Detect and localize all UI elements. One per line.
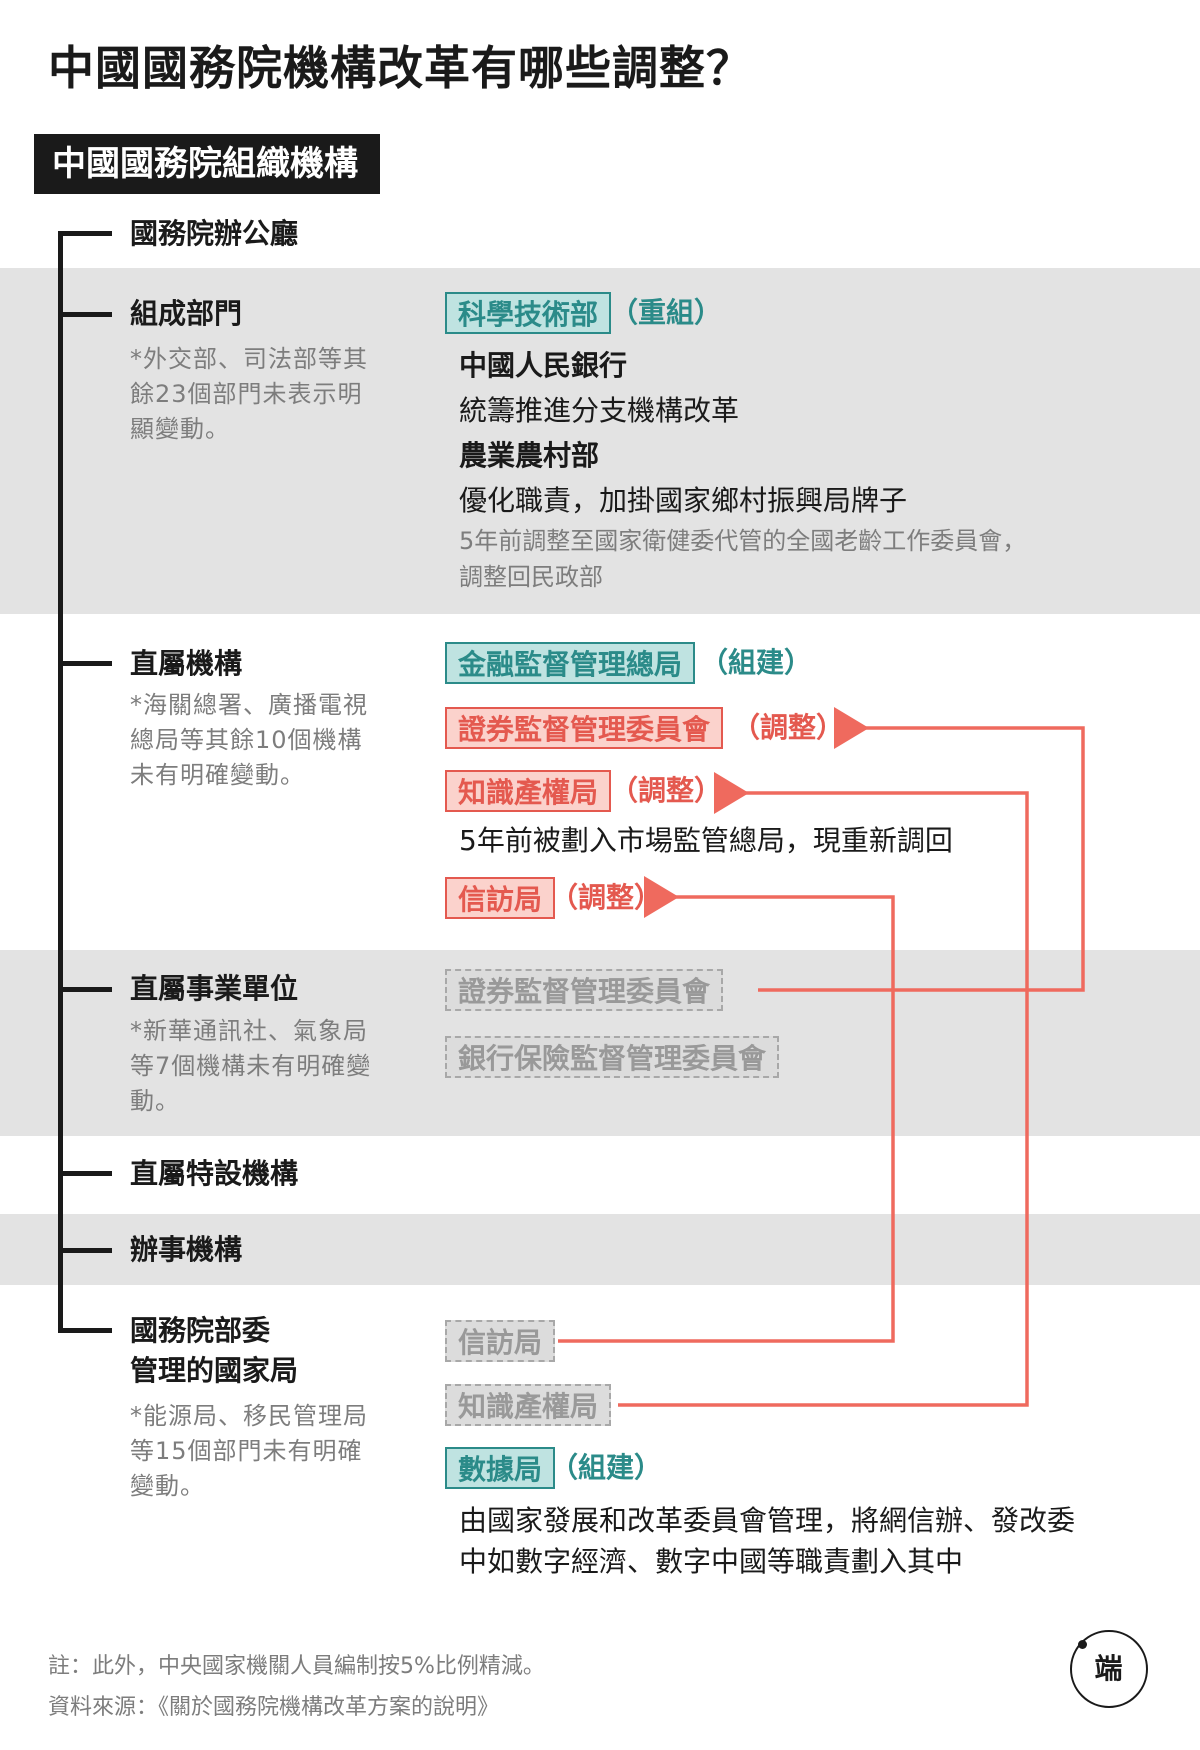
tag-data: （組建）: [550, 1451, 663, 1484]
arrow-ip: [618, 772, 1029, 1407]
item-data-desc-1: 由國家發展和改革委員會管理，將網信辦、發改委: [459, 1504, 1076, 1537]
category-bureaus-line2: 管理的國家局: [130, 1354, 299, 1387]
item-ip-desc: 5年前被劃入市場監管總局，現重新調回: [459, 824, 953, 857]
box-ip-old: 知識產權局: [445, 1384, 612, 1426]
footer-source: 資料來源：《關於國務院機構改革方案的說明》: [48, 1695, 500, 1720]
tree-tick-office: [58, 231, 112, 236]
tree-tick-direct: [58, 661, 112, 666]
tree-tick-affairs: [58, 1248, 112, 1253]
logo-mark: 端: [1070, 1630, 1148, 1708]
logo-dot: [1078, 1640, 1087, 1649]
category-office: 國務院辦公廳: [130, 217, 299, 250]
item-data-desc-2: 中如數字經濟、數字中國等職責劃入其中: [459, 1545, 964, 1578]
band-affairs: [0, 1214, 1200, 1285]
box-petition-old: 信訪局: [445, 1320, 556, 1362]
box-finance: 金融監督管理總局: [445, 642, 696, 684]
item-moa: 農業農村部: [459, 439, 600, 472]
tag-petition: （調整）: [550, 881, 663, 914]
tree-spine: [58, 231, 63, 1333]
tree-tick-special: [58, 1171, 112, 1176]
box-csrc-old: 證券監督管理委員會: [445, 969, 724, 1011]
item-pboc: 中國人民銀行: [459, 349, 628, 382]
box-mst: 科學技術部: [445, 292, 612, 334]
tree-tick-bureaus: [58, 1328, 112, 1333]
category-constituent-note: *外交部、司法部等其餘23個部門未表示明顯變動。: [130, 345, 368, 443]
category-affairs: 辦事機構: [130, 1233, 243, 1266]
category-special: 直屬特設機構: [130, 1157, 299, 1190]
logo-text: 端: [1094, 1652, 1123, 1685]
tree-tick-public: [58, 987, 112, 992]
item-moa-note-2: 調整回民政部: [459, 563, 603, 591]
item-moa-note-1: 5年前調整至國家衛健委代管的全國老齡工作委員會，: [459, 527, 1027, 555]
category-bureaus-line1: 國務院部委: [130, 1314, 271, 1347]
category-direct-note: *海關總署、廣播電視總局等其餘10個機構未有明確變動。: [130, 691, 368, 789]
category-public: 直屬事業單位: [130, 972, 299, 1005]
box-csrc: 證券監督管理委員會: [445, 707, 724, 749]
box-petition: 信訪局: [445, 877, 556, 919]
box-data: 數據局: [445, 1447, 556, 1489]
tag-csrc: （調整）: [732, 711, 845, 744]
section-label: 中國國務院組織機構: [34, 134, 380, 194]
category-public-note: *新華通訊社、氣象局等7個機構未有明確變動。: [130, 1017, 372, 1115]
tag-finance: （組建）: [700, 646, 813, 679]
box-ip: 知識產權局: [445, 770, 612, 812]
page-title: 中國國務院機構改革有哪些調整？: [48, 41, 753, 95]
box-cbirc-old: 銀行保險監督管理委員會: [445, 1036, 780, 1078]
item-moa-desc: 優化職責，加掛國家鄉村振興局牌子: [459, 484, 908, 517]
arrow-csrc: [758, 707, 1085, 992]
tag-mst: （重組）: [610, 296, 723, 329]
category-bureaus-note: *能源局、移民管理局等15個部門未有明確變動。: [130, 1402, 368, 1500]
arrow-petition: [558, 876, 895, 1343]
footer-note: 註：此外，中央國家機關人員編制按5%比例精減。: [48, 1654, 545, 1679]
category-constituent: 組成部門: [130, 297, 243, 330]
tag-ip: （調整）: [610, 774, 723, 807]
tree-tick-constituent: [58, 312, 112, 317]
category-direct: 直屬機構: [130, 647, 243, 680]
item-pboc-desc: 統籌推進分支機構改革: [459, 394, 740, 427]
